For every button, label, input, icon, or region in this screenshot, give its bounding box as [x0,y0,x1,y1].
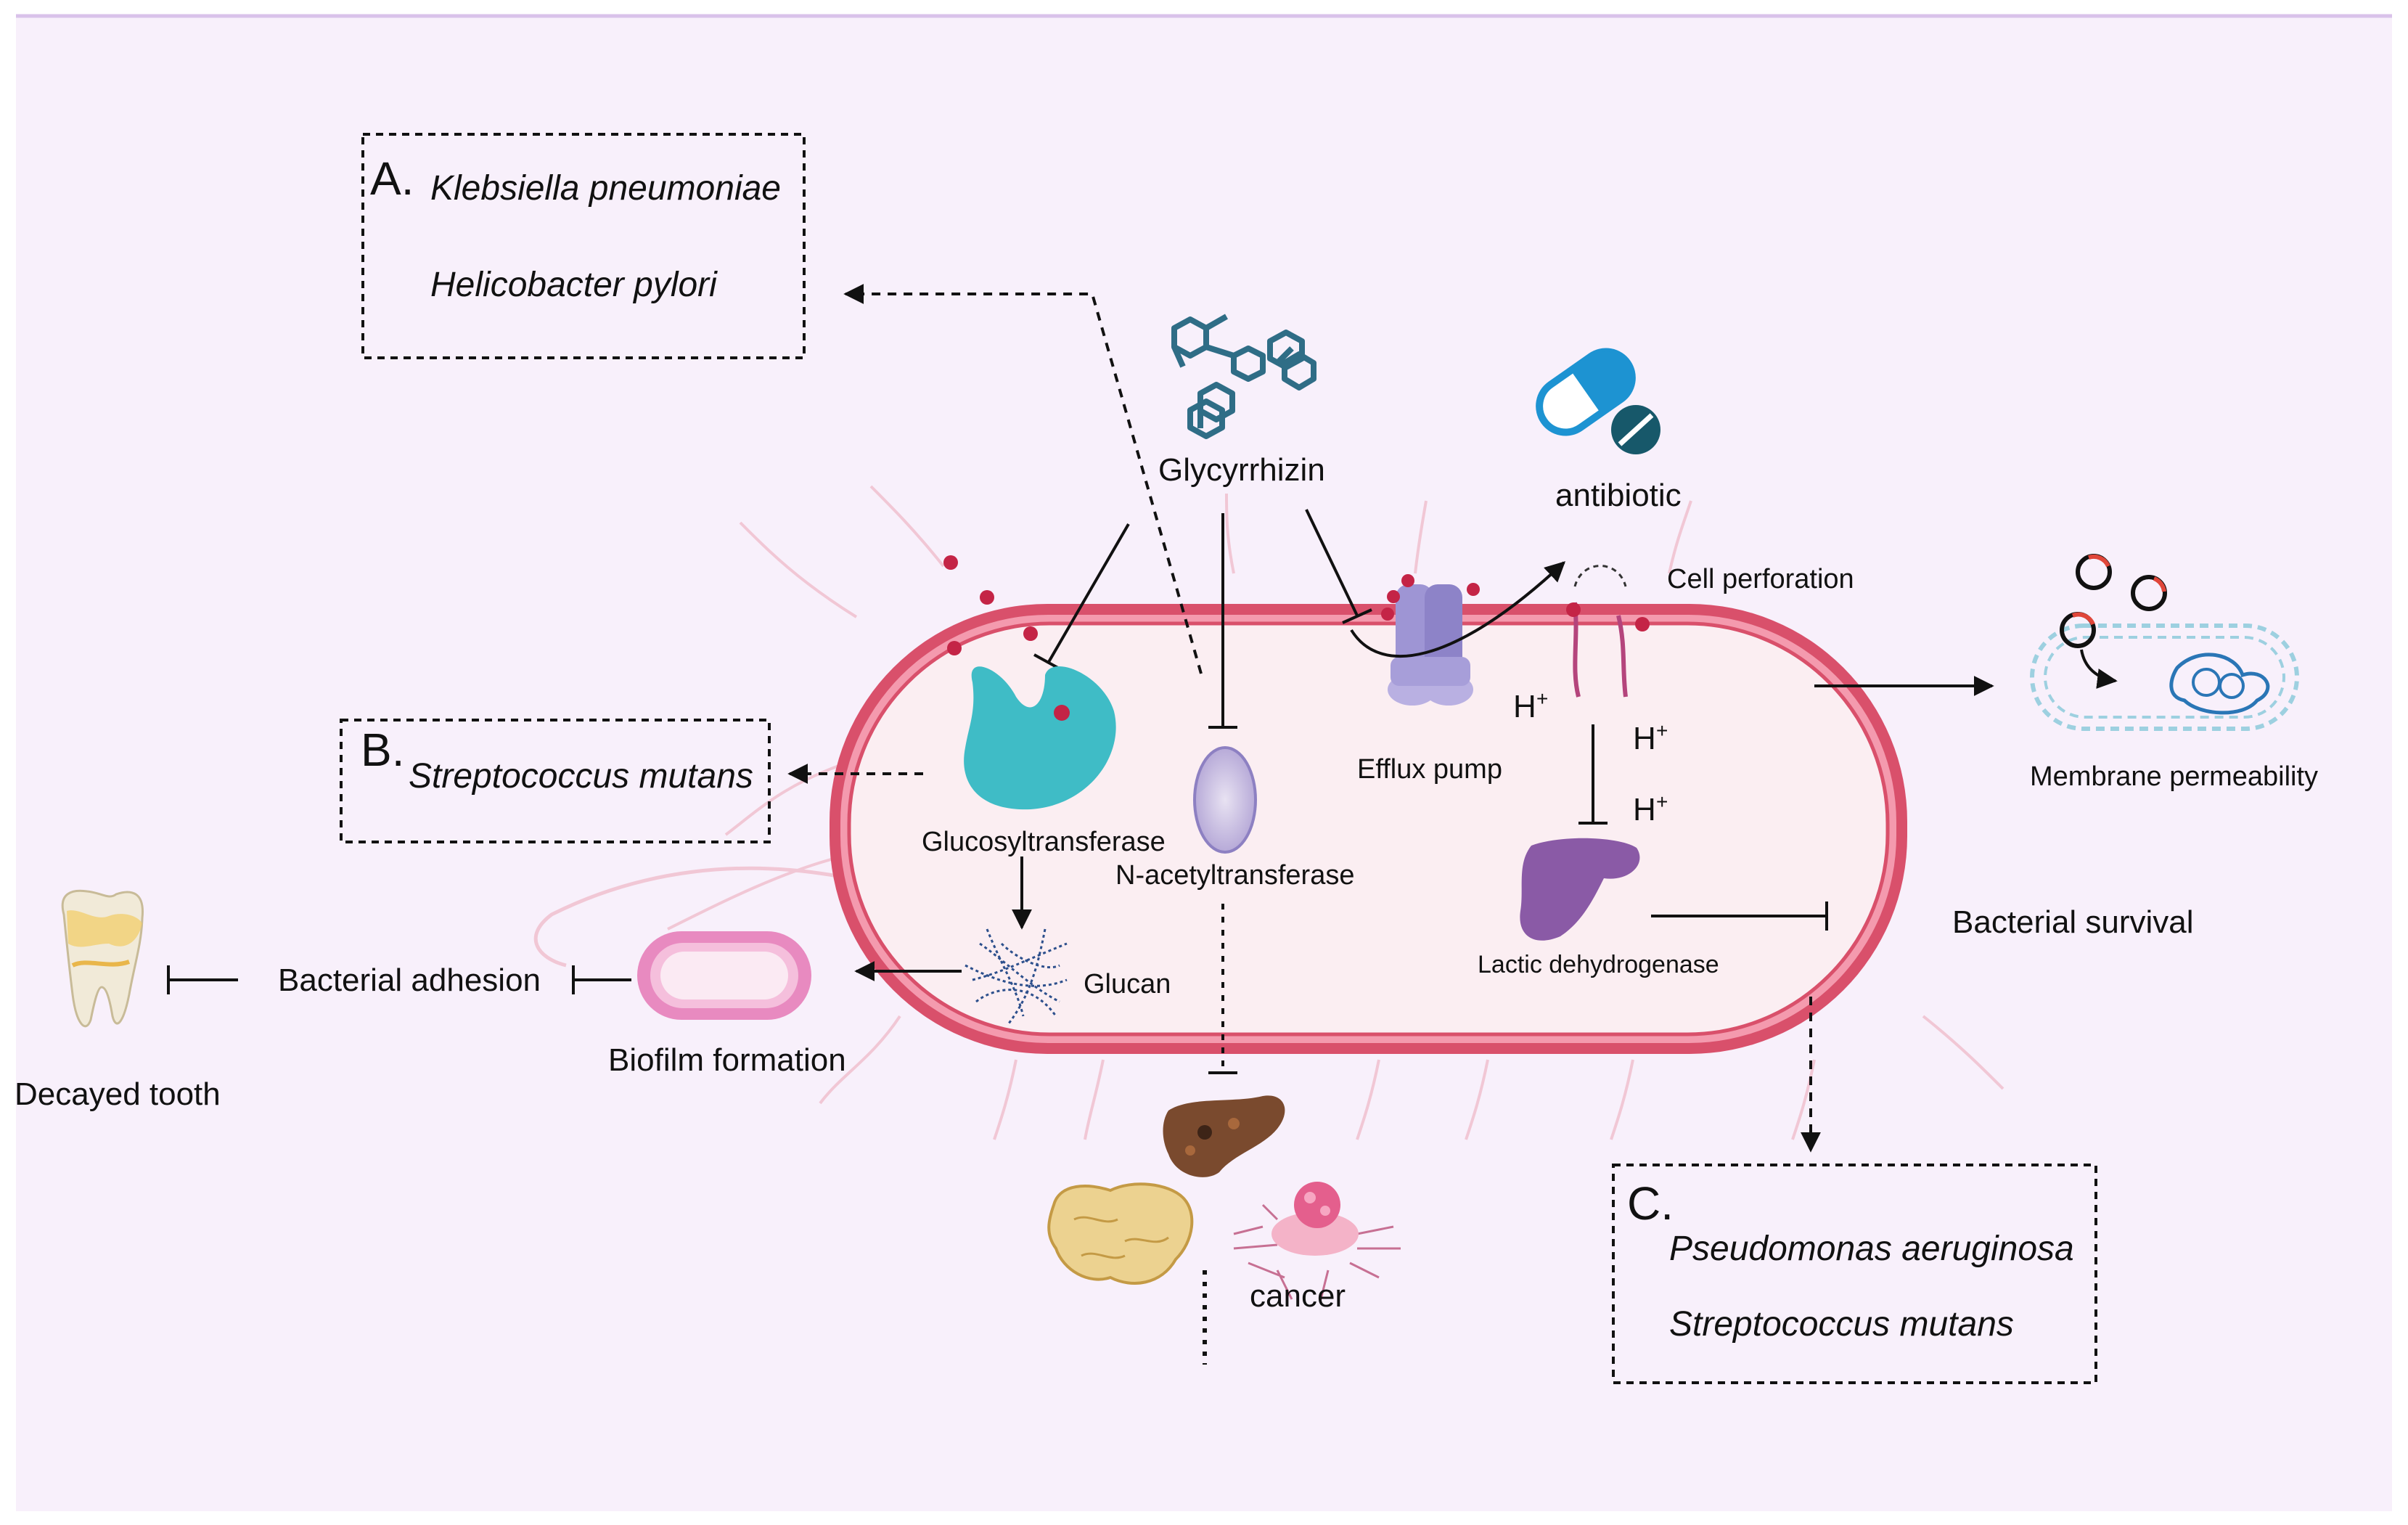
cell-pili [667,485,2004,1140]
tumor-cell-icon [1233,1182,1401,1300]
membrane-permeability-label: Membrane permeability [2030,761,2318,792]
box-c-letter: C. [1627,1177,1674,1230]
box-a-species-1: Klebsiella pneumoniae [430,169,781,208]
long-flagellum [533,866,850,968]
box-b-letter: B. [361,724,404,776]
fatty-tissue-icon [1047,1182,1194,1285]
cell-perforation-label: Cell perforation [1667,564,1854,594]
glucosyltransferase-label: Glucosyltransferase [922,827,1166,857]
bacterial-adhesion-label: Bacterial adhesion [278,962,541,998]
svg-text:H: H [1633,792,1656,827]
box-c-species-1: Pseudomonas aeruginosa [1669,1230,2074,1268]
decayed-tooth-label: Decayed tooth [15,1076,221,1112]
glycyrrhizin-label: Glycyrrhizin [1158,452,1325,488]
liver-icon [1163,1095,1285,1177]
h-plus-3: H + [1633,790,1668,827]
box-b: B. Streptococcus mutans [340,719,771,843]
box-a: A. Klebsiella pneumoniae Helicobacter py… [361,133,806,359]
box-a-species-2: Helicobacter pylori [430,266,718,304]
h-plus-1: H + [1513,687,1548,724]
biofilm-capsule-icon [637,931,811,1020]
svg-text:H: H [1633,721,1656,756]
box-a-letter: A. [370,152,414,205]
glucan-label: Glucan [1084,969,1171,999]
biofilm-formation-label: Biofilm formation [608,1042,846,1078]
box-b-species-1: Streptococcus mutans [409,757,753,796]
svg-text:+: + [1656,790,1668,813]
bacterial-survival-label: Bacterial survival [1952,904,2194,940]
box-c: C. Pseudomonas aeruginosa Streptococcus … [1612,1164,2097,1384]
inhibit-bar-efflux [1342,608,1372,624]
efflux-pump-label: Efflux pump [1357,754,1502,785]
antibiotic-label: antibiotic [1555,478,1682,513]
glycyrrhizin-molecule-icon [1171,314,1316,439]
dna-plasmid-icon [2030,554,2299,731]
efflux-dots [1381,574,1480,621]
membrane-pore-icon [1566,565,1650,698]
h-plus-2: H + [1633,719,1668,756]
arrow-efflux-out [1350,561,1566,658]
dashed-arrow-to-box-a [843,284,1203,674]
lactic-dehydrogenase-icon [1520,838,1640,941]
arrow-glyc-to-glucosyltransferase [1047,523,1130,663]
glucosyltransferase-dot [1054,705,1070,721]
cancer-label: cancer [1250,1278,1346,1314]
lactic-dehydrogenase-label: Lactic dehydrogenase [1478,951,1719,978]
svg-text:H: H [1513,689,1536,724]
antibiotic-capsule-icon [1536,348,1636,436]
decayed-tooth-icon [61,889,144,1028]
antibiotic-tablet-icon [1611,405,1660,454]
glucosyltransferase-enzyme-icon [964,666,1116,810]
n-acetyltransferase-label: N-acetyltransferase [1115,860,1354,891]
n-acetyltransferase-icon [1193,746,1257,854]
svg-text:+: + [1536,687,1548,710]
arrow-glyc-to-efflux [1305,509,1359,616]
box-c-species-2: Streptococcus mutans [1669,1305,2014,1344]
svg-text:+: + [1656,719,1668,742]
glucan-mesh-icon [965,928,1068,1024]
efflux-pump-icon [1388,584,1473,706]
